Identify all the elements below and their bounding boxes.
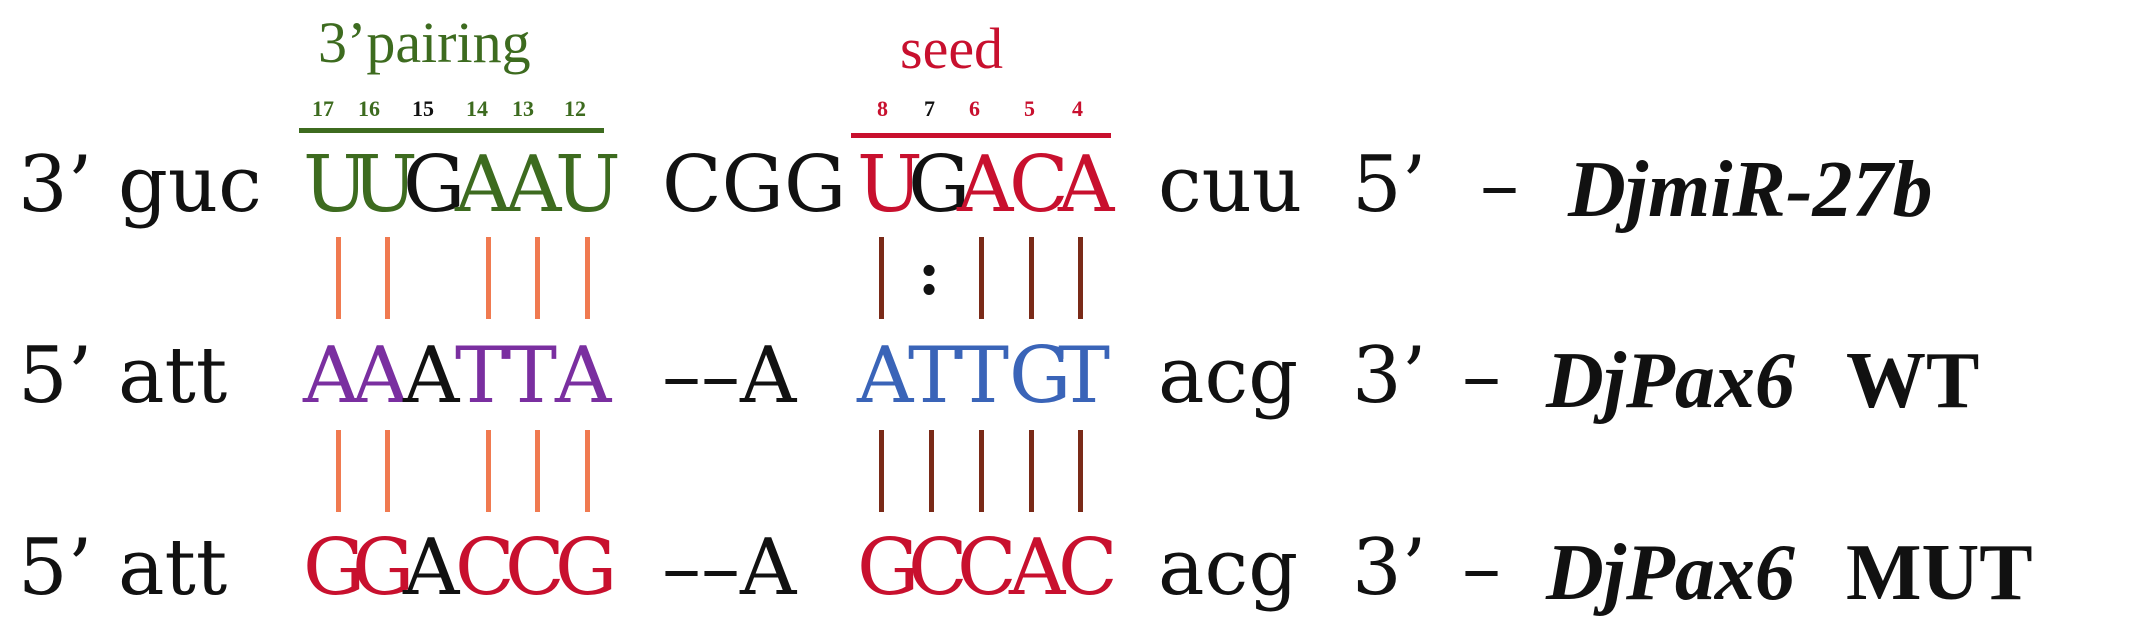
base-pair-line [585, 430, 590, 512]
mut-flank-left: att [118, 523, 228, 613]
mut-seed-nt: A [1009, 523, 1066, 613]
mut-seed-nt: C [1058, 523, 1118, 613]
position-number: 5 [1024, 96, 1035, 121]
mirna-pair-nt: U [352, 140, 418, 230]
wt-pair-nt: T [505, 331, 558, 421]
base-pair-line [336, 430, 341, 512]
mirna-seed-nt: A [957, 140, 1014, 230]
wt-pair-nt: A [403, 331, 460, 421]
mut-gene-name: DjPax6 [1546, 529, 1795, 617]
mut-middle: ––A [662, 523, 797, 613]
wt-gene-name: DjPax6 [1546, 337, 1795, 425]
seed-region-bar [851, 133, 1111, 138]
mirna-seed-nt: U [857, 140, 923, 230]
mut-seed-nt: G [857, 523, 920, 613]
pairing-label: 3’pairing [318, 10, 531, 75]
mut-flank-right: acg [1158, 523, 1299, 613]
mirna-pair-nt: G [403, 140, 466, 230]
position-number: 17 [312, 96, 334, 121]
wt-flank-right: acg [1158, 331, 1299, 421]
mirna-name: DjmiR-27b [1568, 146, 1933, 234]
mirna-pair-nt: U [555, 140, 621, 230]
position-number: 13 [512, 96, 534, 121]
mut-pair-nt: G [555, 523, 618, 613]
base-pair-line [879, 430, 884, 512]
position-number: 12 [564, 96, 586, 121]
mut-seed-nt: C [908, 523, 968, 613]
mirna-seed-nt: G [908, 140, 971, 230]
mut-tag: MUT [1846, 529, 2033, 617]
mut-pair-nt: G [352, 523, 415, 613]
base-pair-line [1029, 237, 1034, 319]
wt-flank-left: att [118, 331, 228, 421]
base-pair-line [1029, 430, 1034, 512]
base-pair-line [486, 237, 491, 319]
mirna-flank-left: guc [118, 140, 262, 230]
base-pair-line [879, 237, 884, 319]
wt-seed-nt: T [908, 331, 961, 421]
wt-seed-nt: T [1058, 331, 1111, 421]
mut-pair-nt: G [303, 523, 366, 613]
mut-end-right: 3’ [1352, 523, 1427, 613]
mirna-pair-nt: A [455, 140, 512, 230]
base-pair-line [1078, 430, 1083, 512]
mirna-flank-right: cuu [1158, 140, 1303, 230]
wt-middle: ––A [662, 331, 797, 421]
position-number: 4 [1072, 96, 1083, 121]
wt-tag: WT [1846, 337, 1980, 425]
position-number: 14 [466, 96, 488, 121]
mirna-seed-nt: C [1009, 140, 1069, 230]
base-pair-line [385, 237, 390, 319]
base-pair-line [929, 430, 934, 512]
mut-end-left: 5’ [18, 523, 93, 613]
mirna-pair-nt: A [505, 140, 562, 230]
mut-pair-nt: C [455, 523, 515, 613]
mut-seed-nt: C [957, 523, 1017, 613]
base-pair-line [979, 237, 984, 319]
mirna-end-left: 3’ [18, 140, 93, 230]
wt-pair-nt: A [352, 331, 409, 421]
wt-pair-nt: A [555, 331, 612, 421]
base-pair-line [1078, 237, 1083, 319]
base-pair-line [336, 237, 341, 319]
wobble-pair-mark: : [918, 239, 941, 309]
wt-pair-nt: A [303, 331, 360, 421]
mirna-pair-nt: U [303, 140, 369, 230]
base-pair-line [385, 430, 390, 512]
position-number: 15 [412, 96, 434, 121]
mut-pair-nt: C [505, 523, 565, 613]
base-pair-line [535, 430, 540, 512]
wt-dash: – [1462, 331, 1501, 421]
wt-end-left: 5’ [18, 331, 93, 421]
mirna-end-right: 5’ [1352, 140, 1427, 230]
base-pair-line [979, 430, 984, 512]
wt-seed-nt: T [957, 331, 1010, 421]
mut-pair-nt: A [403, 523, 460, 613]
mirna-middle: CGG [662, 140, 847, 230]
pairing-region-bar [299, 128, 604, 133]
position-number: 16 [358, 96, 380, 121]
wt-end-right: 3’ [1352, 331, 1427, 421]
mut-dash: – [1462, 523, 1501, 613]
base-pair-line [585, 237, 590, 319]
seed-label: seed [900, 16, 1004, 81]
wt-seed-nt: G [1009, 331, 1072, 421]
base-pair-line [535, 237, 540, 319]
position-number: 7 [924, 96, 935, 121]
mirna-seed-nt: A [1058, 140, 1115, 230]
wt-pair-nt: T [455, 331, 508, 421]
wt-seed-nt: A [857, 331, 914, 421]
position-number: 6 [969, 96, 980, 121]
base-pair-line [486, 430, 491, 512]
position-number: 8 [877, 96, 888, 121]
mirna-dash: – [1480, 140, 1519, 230]
